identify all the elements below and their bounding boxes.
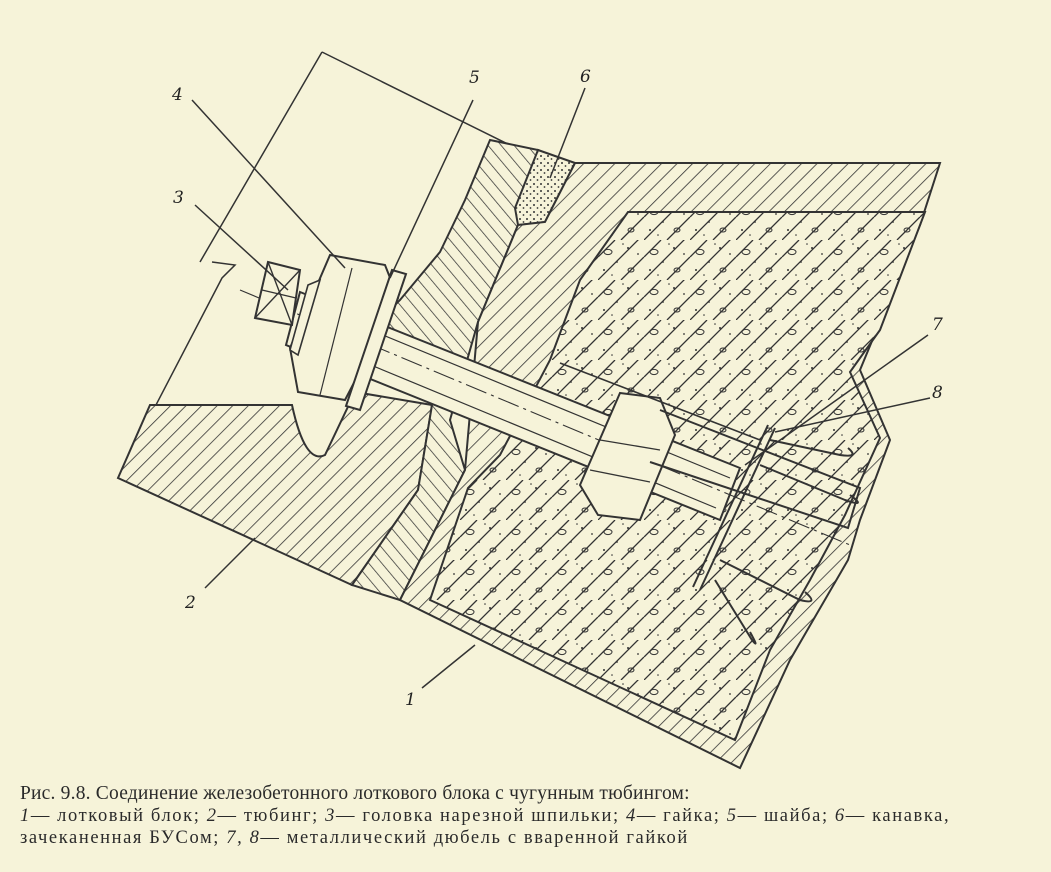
- nut: [288, 253, 400, 402]
- label-1: 1: [405, 690, 416, 710]
- dowel-anchor: [692, 424, 859, 645]
- leader-lines: [191, 87, 931, 689]
- dowel-tube: [559, 362, 862, 530]
- legend-num: 4: [626, 806, 637, 826]
- washer: [344, 268, 408, 412]
- label-8: 8: [932, 383, 943, 403]
- legend-text: — лотковый блок;: [30, 806, 207, 826]
- legend-text: — канавка, зачеканенная БУСом;: [20, 806, 951, 848]
- label-4: 4: [171, 85, 183, 105]
- legend-text: — шайба;: [737, 806, 835, 826]
- legend-num: 7, 8: [226, 828, 261, 848]
- legend-num: 6: [834, 806, 846, 826]
- legend-text: — гайка;: [636, 806, 727, 826]
- caption-title: Рис. 9.8. Соединение железобетонного лот…: [20, 783, 690, 804]
- legend-num: 1: [20, 806, 31, 826]
- figure-caption: Рис. 9.8. Соединение железобетонного лот…: [20, 783, 1040, 849]
- dowel-nut: [578, 391, 677, 522]
- label-3: 3: [173, 188, 184, 208]
- label-7: 7: [932, 315, 943, 335]
- legend-text: — головка нарезной шпильки;: [336, 806, 626, 826]
- label-5: 5: [469, 68, 480, 88]
- label-2: 2: [184, 593, 196, 613]
- legend-num: 3: [325, 806, 337, 826]
- stud-head: [253, 260, 302, 327]
- legend-num: 2: [206, 806, 218, 826]
- legend-text: — тюбинг;: [217, 806, 326, 826]
- legend-text: — металлический дюбель с вваренной гайко…: [260, 828, 689, 848]
- label-6: 6: [580, 67, 591, 87]
- caption-legend: 1— лотковый блок; 2— тюбинг; 3— головка …: [20, 805, 1040, 849]
- legend-num: 5: [726, 806, 738, 826]
- technical-drawing: 4 3 5 6 7 8 2 1: [116, 51, 943, 770]
